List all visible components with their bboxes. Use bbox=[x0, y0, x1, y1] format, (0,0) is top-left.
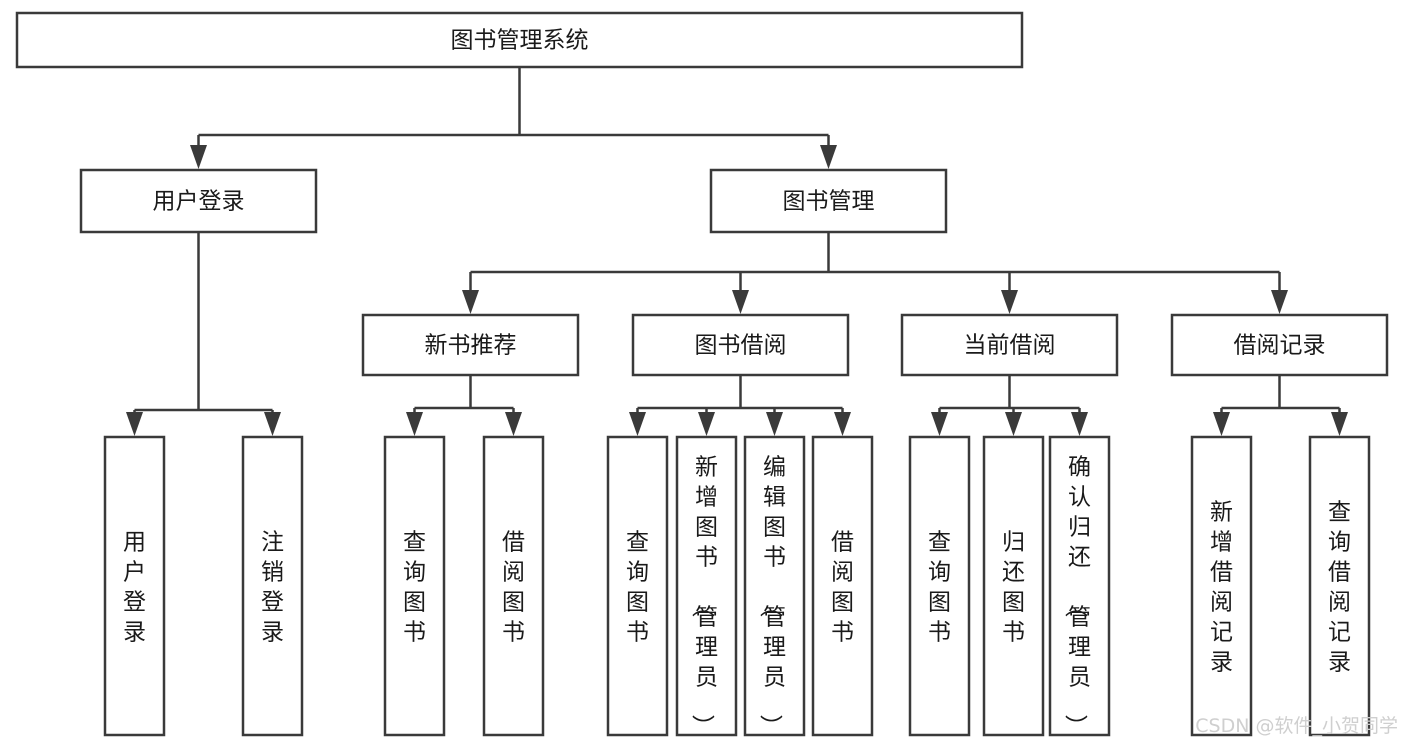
node-leaf-5[interactable]: 查询图书 bbox=[606, 435, 669, 737]
node-newbook[interactable]: 新书推荐 bbox=[361, 313, 580, 377]
node-label: 图书借阅 bbox=[695, 333, 787, 359]
node-label: 新书推荐 bbox=[425, 333, 517, 359]
arrow-head-icon bbox=[1005, 412, 1022, 436]
node-leaf-2[interactable]: 注销登录 bbox=[241, 435, 304, 737]
node-borrow[interactable]: 图书借阅 bbox=[631, 313, 850, 377]
node-box bbox=[811, 435, 874, 737]
node-leaf-13[interactable]: 查询借阅记录 bbox=[1308, 435, 1371, 737]
connector-group-records bbox=[1213, 375, 1348, 436]
node-leaf-10[interactable]: 归还图书 bbox=[982, 435, 1045, 737]
node-label: 查询图书 bbox=[928, 529, 951, 645]
node-box bbox=[1048, 435, 1111, 737]
arrow-head-icon bbox=[505, 412, 522, 436]
node-leaf-7[interactable]: 编辑图书（管理员） bbox=[743, 435, 806, 737]
connector-layer bbox=[126, 67, 1348, 436]
node-current[interactable]: 当前借阅 bbox=[900, 313, 1119, 377]
arrow-head-icon bbox=[1271, 290, 1288, 314]
node-box bbox=[103, 435, 166, 737]
node-label: 当前借阅 bbox=[964, 333, 1056, 359]
node-label: 确认归还（管理员） bbox=[1062, 454, 1091, 737]
node-label: 注销登录 bbox=[261, 529, 284, 645]
node-box bbox=[631, 313, 850, 377]
arrow-head-icon bbox=[1213, 412, 1230, 436]
arrow-head-icon bbox=[126, 412, 143, 436]
node-box bbox=[1190, 435, 1253, 737]
arrow-head-icon bbox=[732, 290, 749, 314]
node-label: 查询图书 bbox=[403, 529, 426, 645]
node-label: 用户登录 bbox=[153, 189, 245, 215]
node-box bbox=[606, 435, 669, 737]
node-box bbox=[482, 435, 545, 737]
node-box bbox=[908, 435, 971, 737]
node-bookmgmt[interactable]: 图书管理 bbox=[709, 168, 948, 234]
node-root[interactable]: 图书管理系统 bbox=[15, 11, 1024, 69]
arrow-head-icon bbox=[1331, 412, 1348, 436]
node-box bbox=[982, 435, 1045, 737]
node-label: 查询图书 bbox=[626, 529, 649, 645]
arrow-head-icon bbox=[462, 290, 479, 314]
node-box bbox=[79, 168, 318, 234]
node-label: 借阅图书 bbox=[831, 529, 854, 645]
arrow-head-icon bbox=[766, 412, 783, 436]
connector-group-bookmgmt bbox=[462, 232, 1288, 314]
node-leaf-4[interactable]: 借阅图书 bbox=[482, 435, 545, 737]
node-box bbox=[383, 435, 446, 737]
node-records[interactable]: 借阅记录 bbox=[1170, 313, 1389, 377]
csdn-watermark: CSDN @软件_小贺同学 bbox=[1195, 715, 1398, 737]
node-label: 归还图书 bbox=[1002, 529, 1025, 645]
node-box bbox=[361, 313, 580, 377]
connector-group-root bbox=[190, 67, 837, 169]
node-box bbox=[709, 168, 948, 234]
node-label: 借阅图书 bbox=[502, 529, 525, 645]
node-box bbox=[241, 435, 304, 737]
arrow-head-icon bbox=[931, 412, 948, 436]
node-leaf-1[interactable]: 用户登录 bbox=[103, 435, 166, 737]
node-label: 图书管理系统 bbox=[451, 28, 589, 54]
node-leaf-3[interactable]: 查询图书 bbox=[383, 435, 446, 737]
node-label: 编辑图书（管理员） bbox=[757, 454, 786, 737]
arrow-head-icon bbox=[190, 145, 207, 169]
node-leaf-12[interactable]: 新增借阅记录 bbox=[1190, 435, 1253, 737]
node-box bbox=[1170, 313, 1389, 377]
arrow-head-icon bbox=[629, 412, 646, 436]
node-box bbox=[675, 435, 738, 737]
node-leaf-6[interactable]: 新增图书（管理员） bbox=[675, 435, 738, 737]
node-layer: 图书管理系统用户登录图书管理新书推荐图书借阅当前借阅借阅记录用户登录注销登录查询… bbox=[15, 11, 1389, 737]
node-leaf-11[interactable]: 确认归还（管理员） bbox=[1048, 435, 1111, 737]
node-login[interactable]: 用户登录 bbox=[79, 168, 318, 234]
node-label: 图书管理 bbox=[783, 189, 875, 215]
node-label: 查询借阅记录 bbox=[1328, 499, 1351, 675]
arrow-head-icon bbox=[406, 412, 423, 436]
node-label: 借阅记录 bbox=[1234, 333, 1326, 359]
arrow-head-icon bbox=[1001, 290, 1018, 314]
connector-group-current bbox=[931, 375, 1088, 436]
connector-group-borrow bbox=[629, 375, 851, 436]
arrow-head-icon bbox=[264, 412, 281, 436]
connector-group-login bbox=[126, 232, 281, 436]
node-leaf-9[interactable]: 查询图书 bbox=[908, 435, 971, 737]
node-box bbox=[743, 435, 806, 737]
arrow-head-icon bbox=[834, 412, 851, 436]
node-label: 新增图书（管理员） bbox=[689, 454, 718, 737]
node-box bbox=[1308, 435, 1371, 737]
node-label: 用户登录 bbox=[123, 529, 146, 645]
node-box bbox=[900, 313, 1119, 377]
arrow-head-icon bbox=[820, 145, 837, 169]
arrow-head-icon bbox=[1071, 412, 1088, 436]
node-label: 新增借阅记录 bbox=[1210, 499, 1233, 675]
node-box bbox=[15, 11, 1024, 69]
node-leaf-8[interactable]: 借阅图书 bbox=[811, 435, 874, 737]
arrow-head-icon bbox=[698, 412, 715, 436]
connector-group-newbook bbox=[406, 375, 522, 436]
